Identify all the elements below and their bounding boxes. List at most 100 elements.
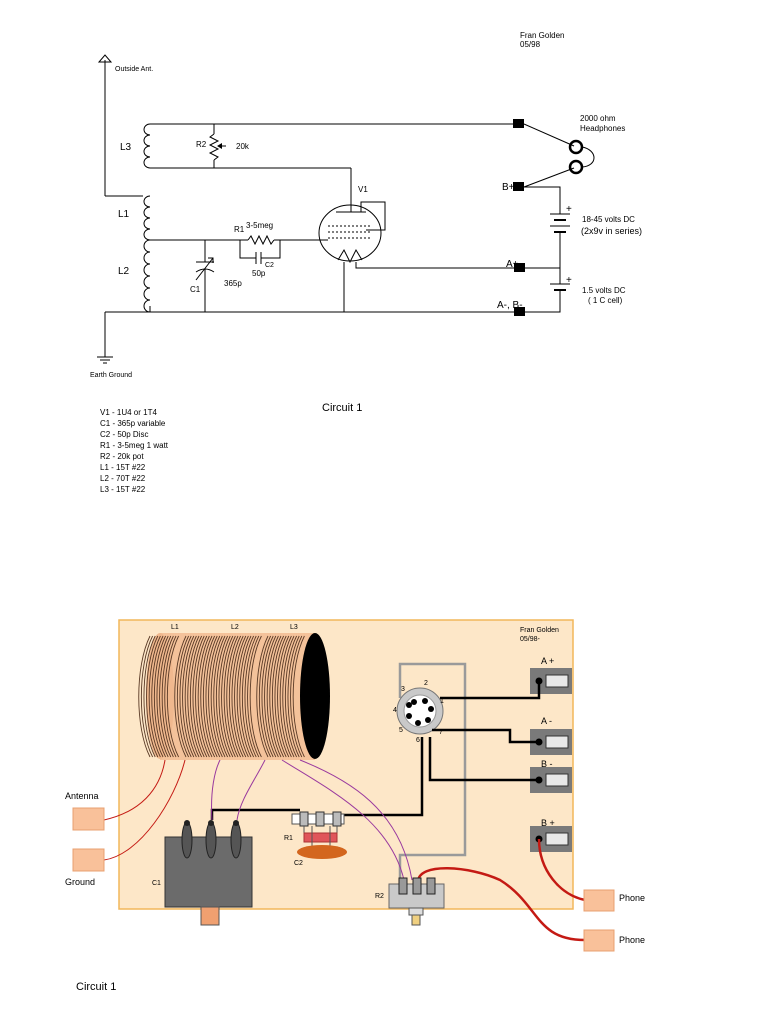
- headphones-label-1: 2000 ohm: [580, 114, 616, 123]
- coil-l2: [143, 239, 151, 313]
- resistor-r1: [240, 234, 280, 246]
- terminal-label-a-plus: A +: [541, 656, 554, 666]
- battery-b-label-1: 18-45 volts DC: [582, 215, 635, 224]
- terminal-b-plus-block: [530, 826, 572, 852]
- headphones-label-2: Headphones: [580, 124, 625, 133]
- layout-label-l1: L1: [171, 624, 179, 631]
- capacitor-c2: [239, 240, 281, 264]
- coil-winding: [148, 635, 161, 758]
- antenna-label: Antenna: [65, 791, 99, 801]
- label-r1: R1: [234, 225, 245, 234]
- terminal-b-plus: [513, 182, 524, 191]
- schematic-date: 05/98: [520, 40, 541, 49]
- coil-winding: [200, 635, 213, 758]
- phone-pad-2: [583, 929, 615, 952]
- tube-v1: [318, 168, 386, 264]
- battery-a-label-1: 1.5 volts DC: [582, 286, 626, 295]
- battery-b-label-2: (2x9v in series): [581, 226, 642, 236]
- tube-socket: [396, 687, 444, 735]
- antenna-symbol: [97, 54, 113, 196]
- parts-list-item: L3 - 15T #22: [100, 485, 146, 494]
- label-l3: L3: [120, 142, 132, 153]
- coil-winding: [261, 635, 274, 758]
- parts-list-item: L1 - 15T #22: [100, 463, 146, 472]
- label-c1-value: 365p: [224, 279, 242, 288]
- coil-winding: [234, 635, 247, 758]
- battery-a-label-2: ( 1 C cell): [588, 296, 623, 305]
- pin-label: 3: [401, 686, 405, 693]
- coil-winding: [138, 635, 151, 758]
- plus-sign-b: +: [566, 204, 572, 215]
- label-r1-value: 3-5meg: [246, 221, 273, 230]
- coil-winding: [284, 635, 298, 758]
- parts-list-item: L2 - 70T #22: [100, 474, 146, 483]
- pot-r2: [208, 124, 226, 168]
- coil-winding: [159, 635, 172, 758]
- coil-winding: [269, 635, 282, 758]
- ground-pad: [72, 848, 105, 872]
- terminal-strip: [291, 811, 345, 827]
- parts-list-item: C2 - 50p Disc: [100, 430, 148, 439]
- layout-label-c1: C1: [152, 880, 161, 887]
- terminal-a-plus: [514, 263, 525, 272]
- label-c2: C2: [265, 262, 274, 269]
- coil-winding: [192, 635, 205, 758]
- coil-winding: [277, 635, 290, 758]
- coil-winding: [271, 635, 285, 758]
- coil-winding: [189, 635, 203, 758]
- coil-l3: [143, 123, 151, 169]
- coil-winding: [279, 635, 292, 758]
- parts-list: V1 - 1U4 or 1T4 C1 - 365p variable C2 - …: [100, 408, 169, 494]
- plus-sign-a: +: [566, 275, 572, 286]
- label-c2-value: 50p: [252, 269, 266, 278]
- label-a-b-minus: A-, B-: [497, 300, 523, 311]
- coil-winding: [266, 635, 279, 758]
- coil-winding: [187, 635, 200, 758]
- terminal-a-b-minus: [514, 307, 525, 316]
- layout-label-l3: L3: [290, 624, 298, 631]
- coil-winding: [208, 635, 221, 758]
- coil-form: [138, 633, 330, 760]
- label-l2: L2: [118, 266, 130, 277]
- schematic-author: Fran Golden: [520, 31, 564, 40]
- wires-purple: [211, 759, 413, 881]
- coil-winding: [205, 635, 218, 758]
- terminal-label-a-minus: A -: [541, 716, 552, 726]
- coil-winding: [210, 635, 223, 758]
- headphone-jack-top: [513, 119, 524, 128]
- coil-winding: [218, 635, 231, 758]
- pin-label: 4: [393, 707, 397, 714]
- coil-winding: [174, 635, 187, 758]
- phone-label-2: Phone: [619, 935, 645, 945]
- coil-winding: [161, 635, 174, 758]
- wires-phone: [416, 838, 586, 942]
- coil-winding: [213, 635, 226, 758]
- coil-winding: [221, 635, 234, 758]
- coil-winding: [236, 635, 249, 758]
- label-a-plus: A+: [506, 259, 519, 270]
- layout-caption: Circuit 1: [76, 981, 116, 993]
- schematic-caption: Circuit 1: [322, 402, 362, 414]
- parts-list-item: C1 - 365p variable: [100, 419, 166, 428]
- label-v1: V1: [358, 185, 368, 194]
- phone-label-1: Phone: [619, 893, 645, 903]
- coil-winding: [140, 635, 154, 758]
- pictorial-layout: Fran Golden 05/98- L1 L2 L3 1: [65, 619, 645, 952]
- coil-winding: [164, 635, 177, 758]
- coil-winding: [292, 635, 305, 758]
- coil-winding: [182, 635, 195, 758]
- headphones-symbol: [523, 123, 595, 188]
- parts-list-item: V1 - 1U4 or 1T4: [100, 408, 157, 417]
- label-c1: C1: [190, 285, 201, 294]
- battery-b: [550, 213, 570, 284]
- parts-list-item: R2 - 20k pot: [100, 452, 144, 461]
- pin-label: 1: [440, 698, 444, 705]
- phone-pad-1: [583, 889, 615, 912]
- coil-winding: [195, 635, 208, 758]
- resistor-r1-part: [303, 826, 338, 843]
- battery-a: [525, 283, 570, 313]
- coil-winding: [179, 635, 192, 758]
- disc-capacitor-c2: [297, 826, 347, 859]
- coil-winding: [146, 635, 159, 758]
